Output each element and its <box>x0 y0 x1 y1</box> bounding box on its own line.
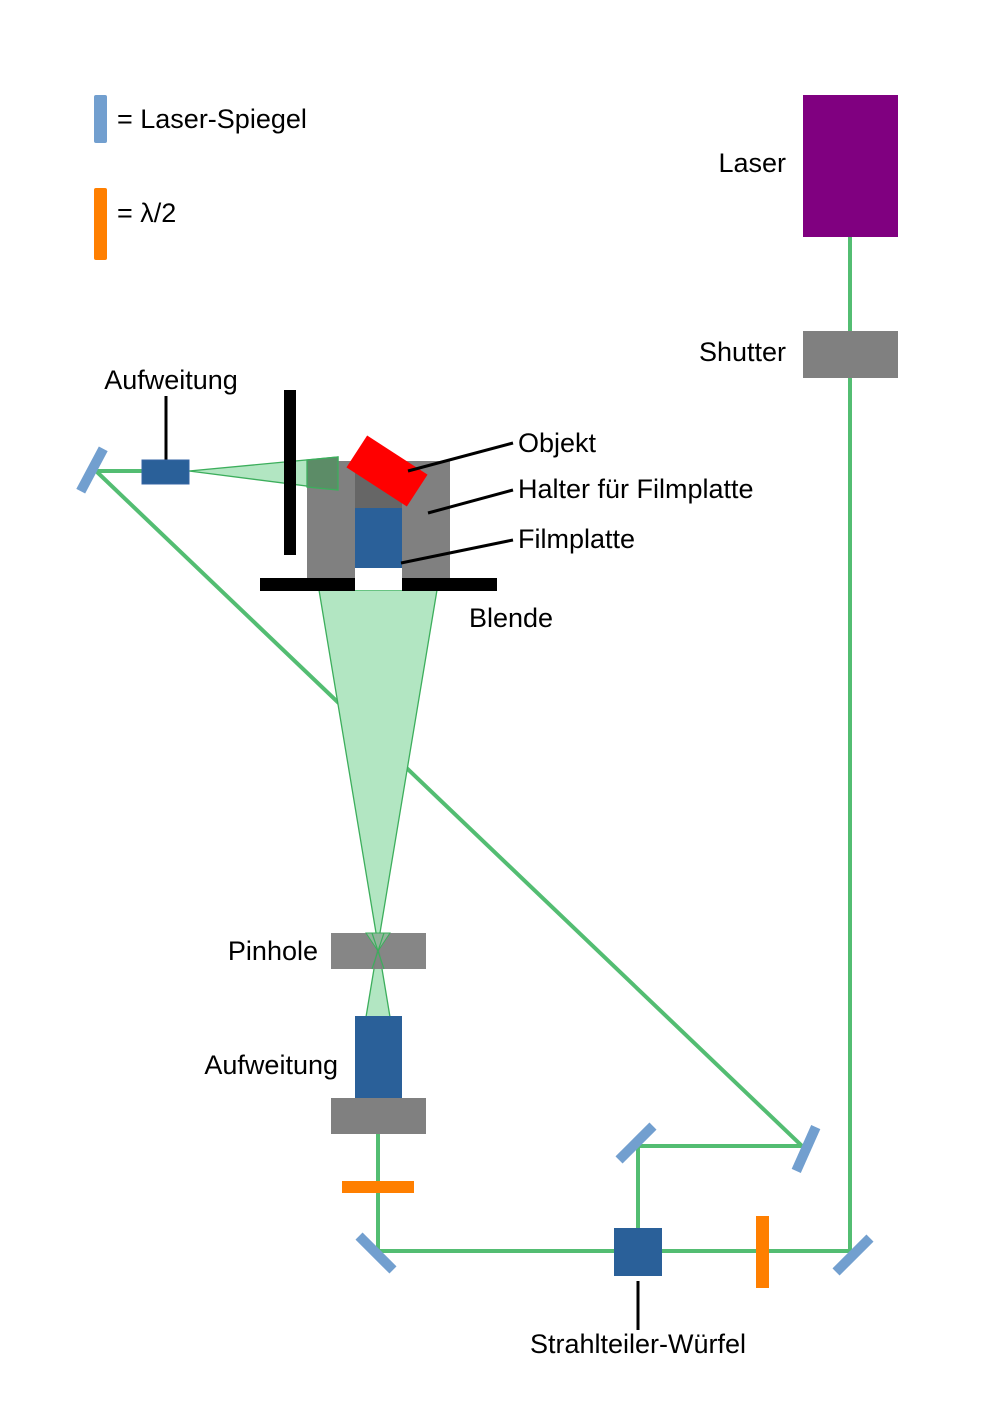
holder-label: Halter für Filmplatte <box>518 474 754 504</box>
object-label: Objekt <box>518 428 597 458</box>
legend-mirror-label: = Laser-Spiegel <box>117 104 307 134</box>
legend-half-wave-plate-label: = λ/2 <box>117 198 176 228</box>
film-plate <box>355 508 402 568</box>
reference-beam-fan-through-pinhole <box>365 932 391 952</box>
expander-top <box>141 459 190 485</box>
object-beam-fan-overlap <box>307 457 338 490</box>
film-plate-label: Filmplatte <box>518 524 635 554</box>
film-plate-window <box>355 568 402 590</box>
beam-paths <box>94 236 852 1253</box>
mirror-splitter-up[interactable] <box>615 1122 657 1164</box>
holder-leader <box>427 488 514 515</box>
shutter-label: Shutter <box>699 337 786 367</box>
blende-left <box>260 578 355 591</box>
legend: = Laser-Spiegel = λ/2 <box>94 95 307 260</box>
mirror-bottom-right[interactable] <box>832 1234 874 1276</box>
mirror-right-diagonal[interactable] <box>791 1125 821 1173</box>
shutter-box[interactable] <box>803 331 898 378</box>
blende-right <box>402 578 497 591</box>
blende-label: Blende <box>469 603 553 633</box>
half-wave-plate-left[interactable] <box>342 1181 414 1193</box>
expander-bottom-mount <box>331 1098 426 1134</box>
object-leader <box>407 441 514 473</box>
object-beam-fan-edge <box>306 456 339 491</box>
expander-bottom-lens <box>355 1016 402 1099</box>
film-plate-leader <box>400 538 514 565</box>
beam-splitter-label: Strahlteiler-Würfel <box>530 1329 746 1359</box>
object-box <box>346 435 428 507</box>
beam-splitter-cube <box>614 1228 662 1276</box>
laser-label: Laser <box>718 148 786 178</box>
half-wave-plate-right[interactable] <box>756 1216 769 1288</box>
beam-diagonal <box>94 469 804 1148</box>
expander-top-label: Aufweitung <box>104 365 238 395</box>
legend-mirror-swatch <box>94 95 107 143</box>
reference-fan-cross-b <box>371 932 385 970</box>
laser-box <box>803 95 898 237</box>
mirror-bottom-left[interactable] <box>355 1232 397 1274</box>
aperture-vertical-bar <box>284 390 296 555</box>
pinhole-label: Pinhole <box>228 936 318 966</box>
expander-bottom-label: Aufweitung <box>204 1050 338 1080</box>
legend-half-wave-plate-swatch <box>94 188 107 260</box>
mirror-top-left[interactable] <box>76 446 108 494</box>
